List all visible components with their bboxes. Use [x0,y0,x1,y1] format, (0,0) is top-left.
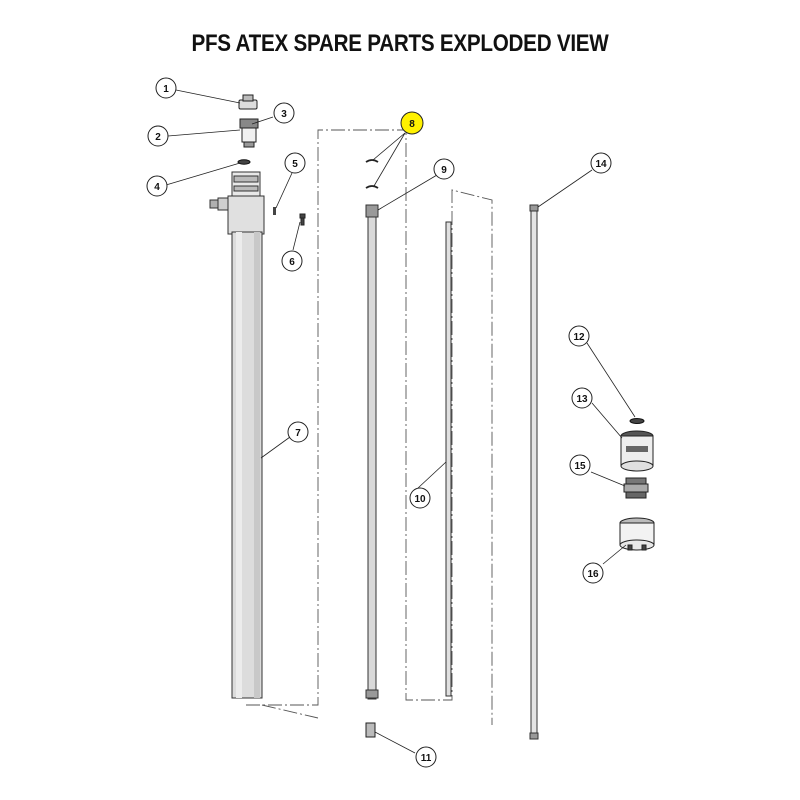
callout-14: 14 [590,152,612,174]
part-15-impeller [623,477,649,499]
part-12-ring [629,418,645,424]
callout-15: 15 [569,454,591,476]
callout-7: 7 [287,421,309,443]
callout-1: 1 [155,77,177,99]
callout-label: 1 [163,84,169,95]
assembly-lines [246,129,493,725]
callout-label: 3 [281,109,287,120]
diagram-title: PFS ATEX SPARE PARTS EXPLODED VIEW [191,30,609,57]
callout-label: 12 [573,332,585,343]
callout-10: 10 [409,487,431,509]
part-16-foot [619,517,655,551]
callout-label: 10 [414,494,426,505]
leader-lines [165,89,636,754]
callout-label: 9 [441,165,447,176]
part-9-shaft [365,204,379,700]
callout-5: 5 [284,152,306,174]
callout-16: 16 [582,562,604,584]
callout-11: 11 [415,746,437,768]
callout-label: 11 [421,753,432,764]
callout-2: 2 [147,125,169,147]
part-8-clips [365,159,379,189]
callout-label: 2 [155,132,161,143]
part-13-housing [620,430,654,472]
callout-label: 15 [574,461,586,472]
callout-label: 13 [576,394,588,405]
callout-label: 5 [292,159,298,170]
callout-3: 3 [273,102,295,124]
callout-12: 12 [568,325,590,347]
callout-label: 8 [409,119,415,130]
part-5-pin [273,207,276,215]
part-7-pump-tube [209,171,265,699]
callout-13: 13 [571,387,593,409]
callout-4: 4 [146,175,168,197]
part-10-rod [445,221,452,697]
part-2-adapter [239,118,259,148]
callout-label: 6 [289,257,295,268]
part-11-coupling [365,722,376,738]
callout-label: 7 [295,428,301,439]
part-14-rod [529,204,539,740]
callout-9: 9 [433,158,455,180]
callout-label: 16 [587,569,599,580]
callout-label: 4 [154,182,160,193]
part-1-cap [238,94,258,110]
part-6-screw [299,213,306,226]
callout-6: 6 [281,250,303,272]
callout-label: 14 [595,159,607,170]
part-4-o-ring [237,159,251,165]
callout-8-highlighted: 8 [400,111,424,135]
